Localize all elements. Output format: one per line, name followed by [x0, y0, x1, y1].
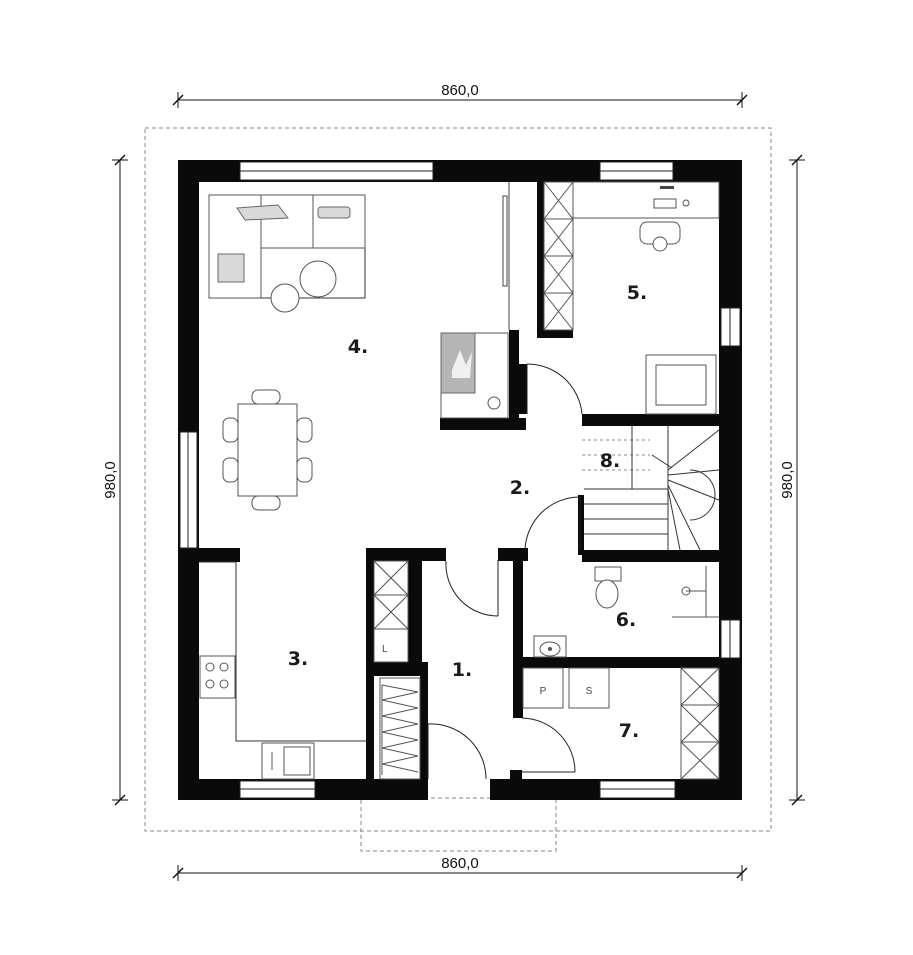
stairs	[582, 426, 720, 551]
dimension-left: 980,0	[102, 154, 128, 806]
closet-hall: L	[373, 560, 409, 663]
dining-table	[222, 389, 313, 511]
entrance-step	[360, 797, 557, 852]
room-label-8: 8.	[600, 450, 620, 472]
shoe-rack-hall	[379, 677, 421, 780]
bathroom-fixtures	[533, 566, 719, 658]
room-labels: 1. 2. 3. 4. 5. 6. 7. 8.	[288, 282, 647, 742]
armchair-room5	[645, 354, 717, 415]
coffee-tables	[270, 260, 337, 313]
dryer: S	[568, 667, 610, 709]
dimension-left-text: 980,0	[102, 461, 119, 499]
desk-room5	[572, 181, 720, 252]
dimension-right: 980,0	[779, 154, 805, 806]
room-label-7: 7.	[619, 720, 639, 742]
dimension-top: 860,0	[172, 82, 748, 108]
dimension-top-text: 860,0	[441, 82, 479, 99]
interior-walls	[178, 182, 719, 782]
wardrobe-room5	[543, 181, 574, 331]
closet-label: L	[382, 644, 388, 655]
dimension-bottom: 860,0	[172, 855, 748, 881]
sofa	[208, 194, 366, 299]
doors	[427, 182, 583, 780]
room-label-5: 5.	[627, 282, 647, 304]
washer-label: P	[540, 686, 547, 697]
washer: P	[522, 667, 564, 709]
dimension-right-text: 980,0	[779, 461, 796, 499]
dryer-label: S	[586, 686, 593, 697]
dimension-bottom-text: 860,0	[441, 855, 479, 872]
outer-outline	[144, 127, 772, 832]
room-label-3: 3.	[288, 648, 308, 670]
windows	[179, 161, 741, 799]
room-label-6: 6.	[616, 609, 636, 631]
kitchen-counter	[199, 561, 366, 780]
storage-room7	[680, 667, 720, 780]
fireplace	[440, 332, 509, 419]
room-label-1: 1.	[452, 659, 472, 681]
room-label-4: 4.	[348, 336, 368, 358]
room-label-2: 2.	[510, 477, 530, 499]
